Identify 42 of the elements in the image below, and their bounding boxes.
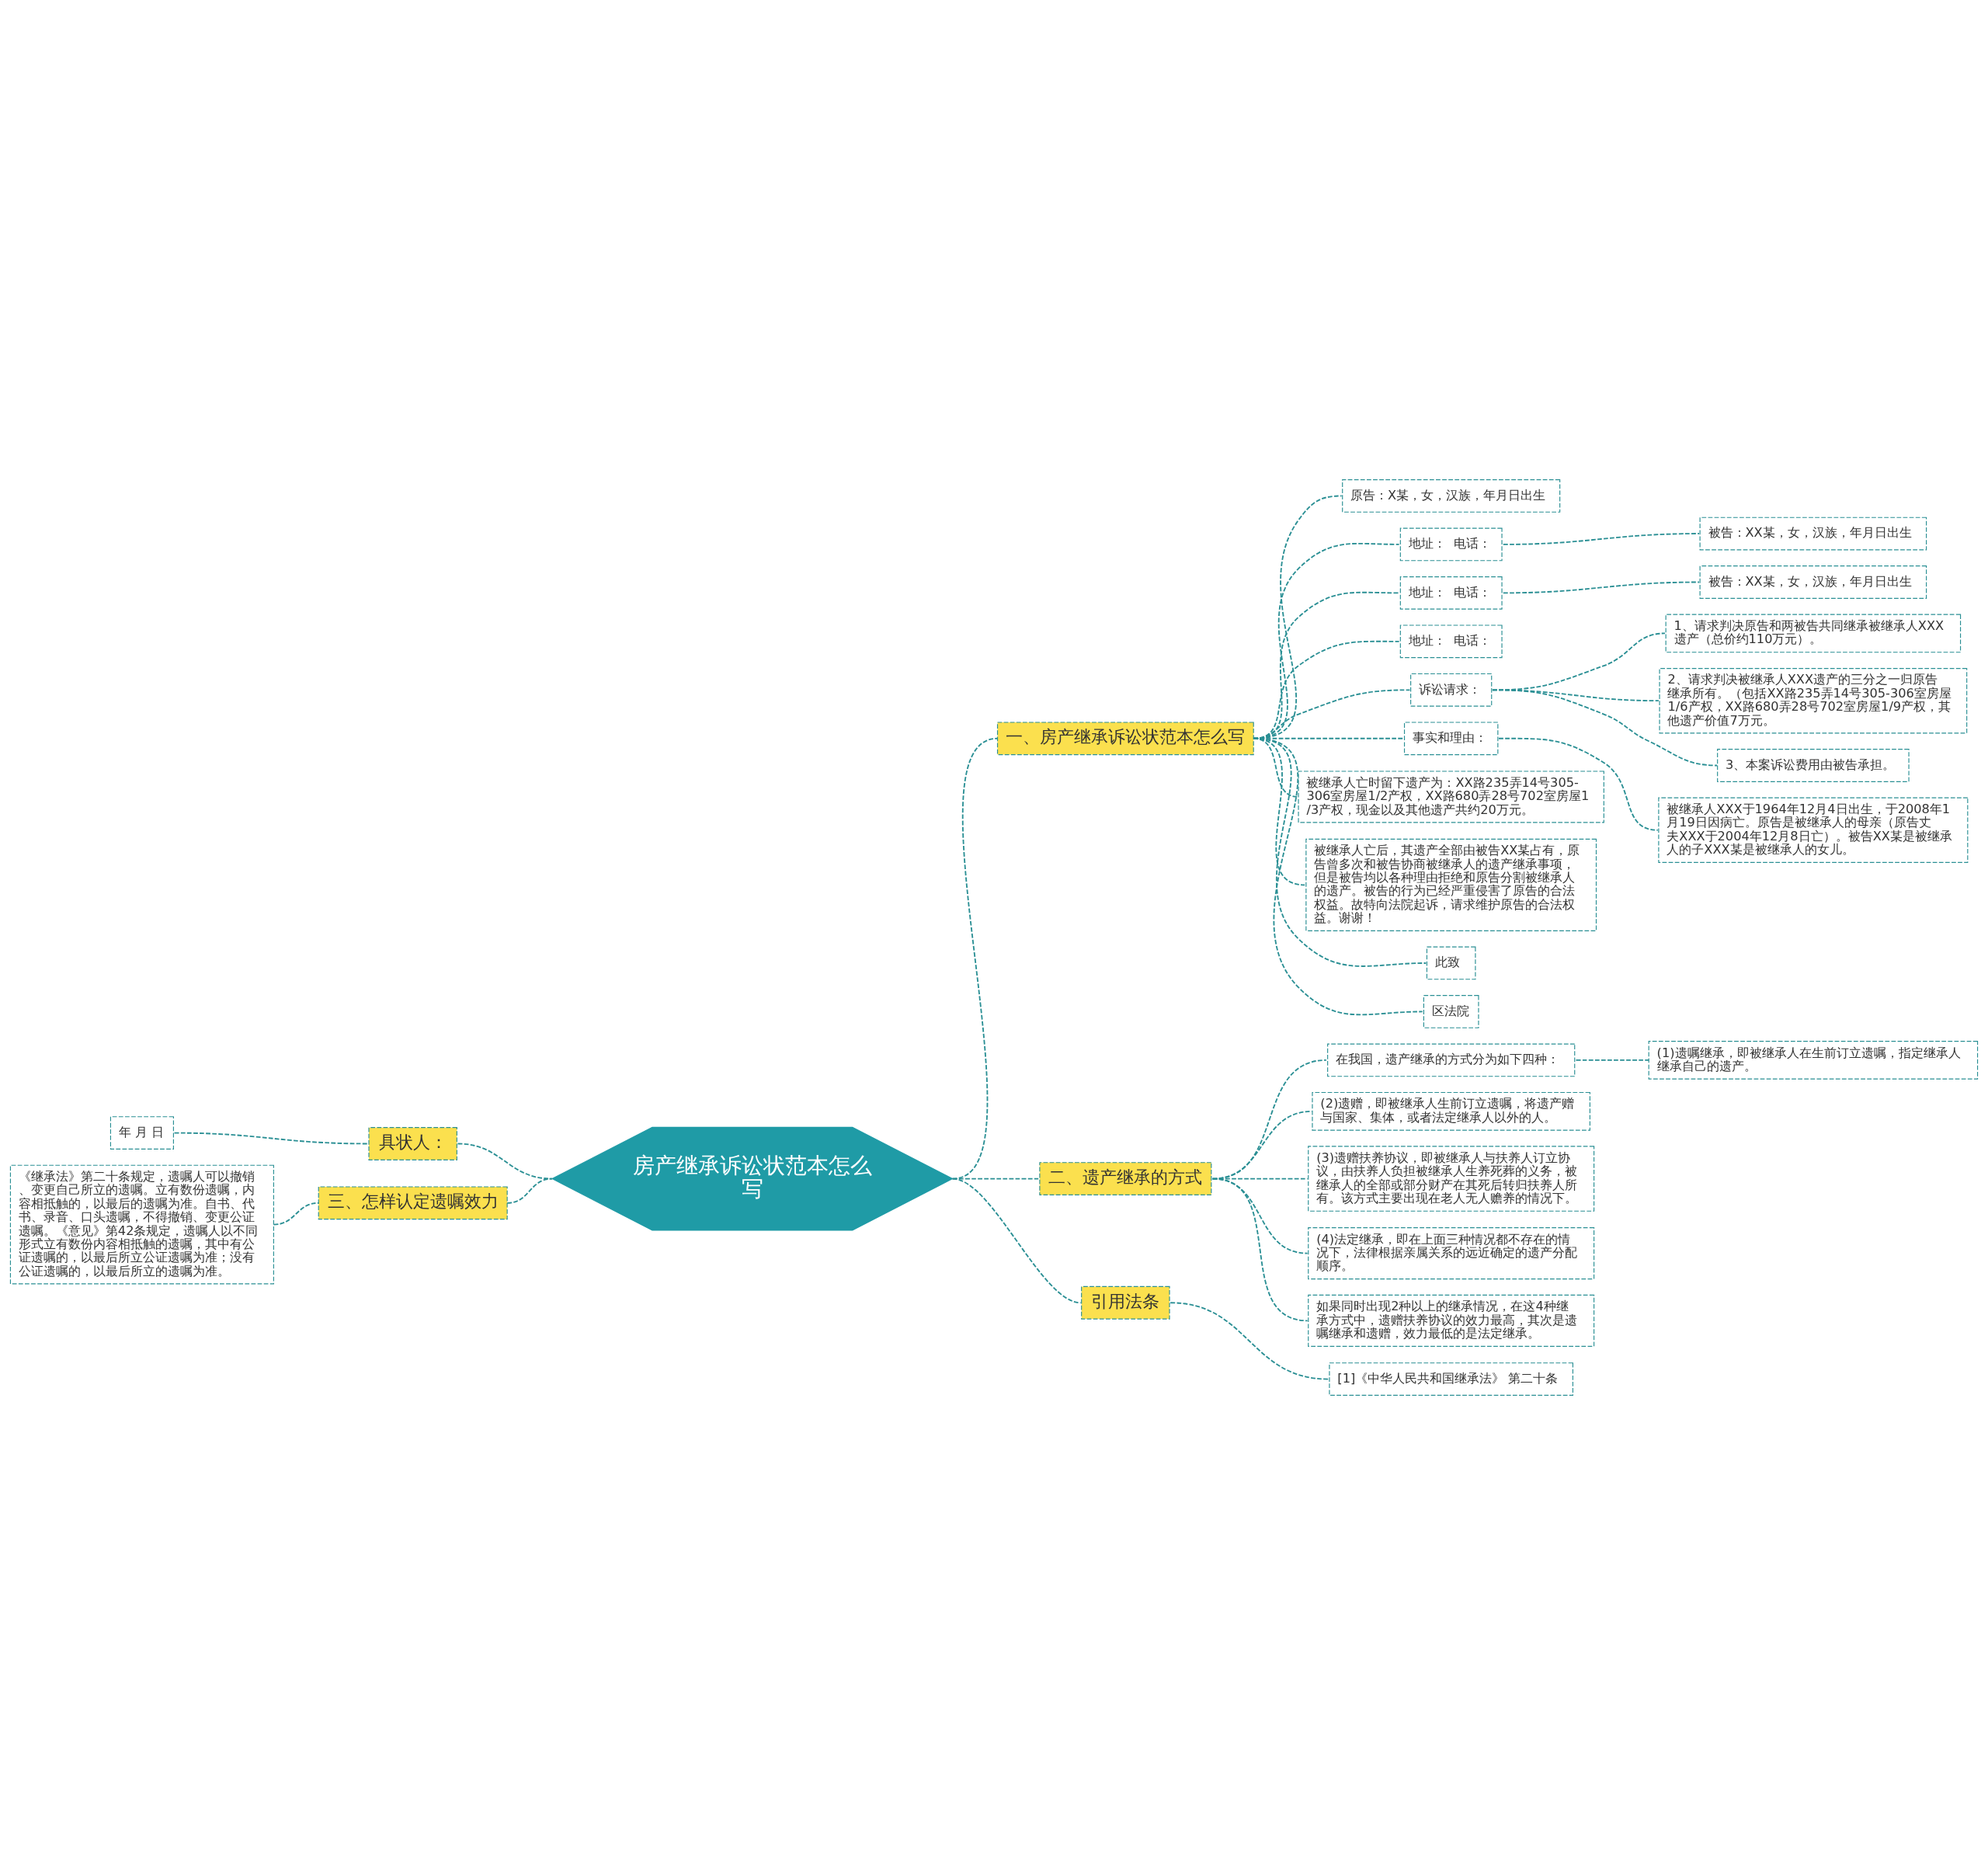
- node-box: (2)遗赠，即被继承人生前订立遗嘱，将遗产赠与国家、集体，或者法定继承人以外的人。: [1312, 1091, 1590, 1131]
- connector: [1491, 689, 1718, 767]
- connector: [506, 1178, 553, 1204]
- node-box: 地址： 电话：: [1399, 527, 1503, 562]
- connector: [1211, 1178, 1309, 1322]
- node-box: 被告：XX某，女，汉族，年月日出生: [1699, 517, 1927, 551]
- connector: [1498, 737, 1659, 831]
- node-box: 引用法条: [1081, 1285, 1170, 1320]
- node-box: (4)法定继承，即在上面三种情况都不存在的情况下，法律根据亲属关系的远近确定的遗产分配顺序。: [1308, 1227, 1595, 1280]
- node-box: 事实和理由：: [1403, 722, 1499, 756]
- node-box: 被告：XX某，女，汉族，年月日出生: [1699, 565, 1927, 599]
- node-box: [1]《中华人民共和国继承法》 第二十条: [1329, 1362, 1573, 1396]
- node-box: 被继承人亡后，其遗产全部由被告XX某占有，原告曾多次和被告协商被继承人的遗产继承事项，但是被告均以各种理由拒绝和原告分割被继承人的遗产。被告的行为已经严重侵害了原告的合法权益。故特向法院起诉，请求维护原告的合法权益。谢谢！: [1305, 838, 1597, 931]
- node-box: 1、请求判决原告和两被告共同继承被继承人XXX遗产（总价约110万元）。: [1665, 614, 1962, 653]
- node-box: 地址： 电话：: [1399, 576, 1503, 610]
- connector: [1502, 533, 1700, 545]
- node-box: 年 月 日: [109, 1116, 174, 1150]
- connector: [951, 1178, 1082, 1304]
- node-box: 区法院: [1423, 995, 1479, 1028]
- connector: [1502, 581, 1700, 594]
- node-box: 3、本案诉讼费用由被告承担。: [1717, 749, 1910, 782]
- node-box: 如果同时出现2种以上的继承情况，在这4种继承方式中，遗赠扶养协议的效力最高，其次是遗嘱继承和遗赠，效力最低的是法定继承。: [1308, 1294, 1595, 1347]
- node-box: 二、遗产继承的方式: [1039, 1162, 1212, 1195]
- node-box: 2、请求判决被继承人XXX遗产的三分之一归原告继承所有。（包括XX路235弄14号305-306室房屋1/6产权，XX路680弄28号702室房屋1/9产权，其他遗产价值7万元。: [1659, 667, 1968, 734]
- node-box: 原告：X某，女，汉族，年月日出生: [1342, 479, 1561, 513]
- node-box: 此致: [1426, 946, 1476, 980]
- node-box: 《继承法》第二十条规定，遗嘱人可以撤销、变更自己所立的遗嘱。立有数份遗嘱，内容相抵触的，以最后的遗嘱为准。自书、代书、录音、口头遗嘱，不得撤销、变更公证遗嘱。《意见》第42条规定，遗嘱人以不同形式立有数份内容相抵触的遗嘱，其中有公证遗嘱的，以最后所立公证遗嘱为准；没有公证遗嘱的，以最后所立的遗嘱为准。: [9, 1164, 274, 1285]
- connector: [1575, 1059, 1650, 1061]
- node-box: (1)遗嘱继承，即被继承人在生前订立遗嘱，指定继承人继承自己的遗产。: [1648, 1041, 1979, 1080]
- node-box: 在我国，遗产继承的方式分为如下四种：: [1327, 1043, 1576, 1077]
- node-box: 被继承人XXX于1964年12月4日出生，于2008年1月19日因病亡。原告是被继承人的母亲（原告丈夫XXX于2004年12月8日亡）。被告XX某是被继承人的子XXX某是被继承人的女儿。: [1658, 797, 1969, 863]
- connector: [1253, 737, 1423, 1016]
- node-box: 诉讼请求：: [1410, 673, 1493, 707]
- node-box: 具状人：: [368, 1127, 457, 1160]
- connector: [1170, 1302, 1329, 1380]
- connector: [273, 1202, 320, 1226]
- node-box: 一、房产继承诉讼状范本怎么写: [996, 722, 1254, 756]
- node-box: 三、怎样认定遗嘱效力: [318, 1186, 508, 1220]
- node-box: 地址： 电话：: [1399, 624, 1503, 659]
- node-box: 被继承人亡时留下遗产为：XX路235弄14号305-306室房屋1/2产权，XX路680弄28号702室房屋1/3产权，现金以及其他遗产共约20万元。: [1298, 771, 1604, 823]
- connector: [173, 1132, 369, 1145]
- node-box: (3)遗赠扶养协议，即被继承人与扶养人订立协议，由扶养人负担被继承人生养死葬的义务，被继承人的全部或部分财产在其死后转归扶养人所有。该方式主要出现在老人无人赡养的情况下。: [1308, 1146, 1595, 1212]
